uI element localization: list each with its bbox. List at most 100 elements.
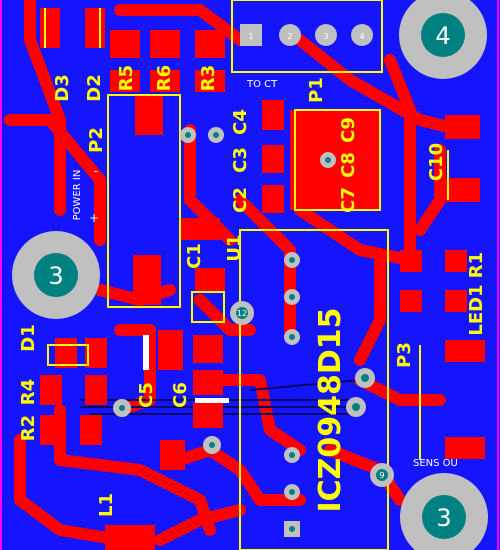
pad-l1-b xyxy=(105,525,155,550)
pad-r4-a xyxy=(40,375,62,405)
pad-c5 xyxy=(158,330,183,370)
ref-c7: C7 xyxy=(338,187,359,213)
pad-r5-b xyxy=(110,70,140,92)
pad-led1-b xyxy=(445,290,467,312)
p1-pin-4-label: 4 xyxy=(359,32,364,41)
trace xyxy=(114,4,246,46)
trace xyxy=(354,254,386,366)
u1-pin-12-drill xyxy=(236,307,248,319)
pad-r2-b xyxy=(80,415,102,445)
ref-p3: P3 xyxy=(394,342,415,368)
pad-p2-2 xyxy=(133,255,161,305)
trace xyxy=(14,434,126,546)
pad-r5-a xyxy=(110,30,140,58)
d1-outline xyxy=(47,344,89,366)
pad-r1-a xyxy=(400,250,422,272)
pad-d1-a xyxy=(55,338,77,368)
p1-pin-1 xyxy=(240,24,262,46)
reference-designators: D3 D2 R5 R6 R3 P1 P2 C4 C3 C2 C9 C8 C7 C… xyxy=(18,65,487,517)
pad-c1-a xyxy=(180,218,220,240)
u1-pin-9-drill xyxy=(376,469,388,481)
pad-r6-a xyxy=(150,30,180,58)
u1-pin-12-label: 12 xyxy=(237,309,247,318)
copper-traces xyxy=(4,0,466,546)
pad-c2 xyxy=(262,185,284,213)
ref-r1: R1 xyxy=(466,252,487,278)
ref-d2: D2 xyxy=(84,74,105,101)
ref-r2: R2 xyxy=(18,415,39,441)
trace xyxy=(384,54,416,256)
p1-pin-3-label: 3 xyxy=(323,32,328,41)
pad-c3 xyxy=(262,145,284,173)
pad-r6-b xyxy=(150,70,180,92)
pad-p2-1 xyxy=(135,95,163,135)
ref-p2: P2 xyxy=(86,127,107,153)
trace xyxy=(114,324,156,416)
u1-part-number: ICZ0948D15 xyxy=(313,307,348,512)
ref-r3: R3 xyxy=(198,65,219,91)
p1-pin-1-label: 1 xyxy=(248,32,253,41)
mounting-hole-3-bottom-drill xyxy=(422,495,466,539)
power-plus-label: + xyxy=(89,211,99,225)
pad-p3-b xyxy=(445,437,485,459)
ref-r4: R4 xyxy=(18,379,39,405)
trace xyxy=(294,34,466,136)
via xyxy=(284,289,300,305)
ref-p1: P1 xyxy=(306,77,327,103)
ref-c4: C4 xyxy=(230,109,251,135)
c5-polarity-bar xyxy=(143,335,149,370)
ref-r5: R5 xyxy=(116,65,137,91)
pad-r3-a xyxy=(195,30,225,58)
d2d3-outline xyxy=(44,8,101,48)
ref-led1: LED1 xyxy=(466,284,487,335)
p2-outline xyxy=(107,94,181,308)
via xyxy=(320,152,336,168)
u1-pins: 12 9 xyxy=(230,301,394,487)
ref-c5: C5 xyxy=(136,382,157,408)
mounting-hole-3-left: 3 xyxy=(12,231,100,319)
p1-pin-2 xyxy=(279,24,301,46)
trace xyxy=(414,144,446,236)
pad-c10-a xyxy=(445,115,480,139)
p1-pin-3 xyxy=(315,24,337,46)
trace xyxy=(194,294,256,336)
pad-r4-b xyxy=(85,375,107,405)
pad-p3-a xyxy=(445,340,485,362)
via xyxy=(113,399,131,417)
via xyxy=(208,127,224,143)
trace xyxy=(154,504,246,546)
mounting-hole-4-drill xyxy=(421,13,465,57)
ref-c10: C10 xyxy=(426,143,447,181)
pad-r1-b xyxy=(445,250,467,272)
p1-pin-2-label: 2 xyxy=(287,32,292,41)
mounting-hole-3-left-label: 3 xyxy=(48,262,63,290)
c6-polarity-bar xyxy=(195,398,229,403)
via xyxy=(203,436,221,454)
pad-d3 xyxy=(40,8,60,48)
ref-c8: C8 xyxy=(338,152,359,178)
pad-c1-b xyxy=(195,268,225,292)
vias xyxy=(113,127,375,537)
pad-l1-a xyxy=(160,440,185,470)
ref-r6: R6 xyxy=(154,65,175,91)
via xyxy=(284,521,300,537)
trace xyxy=(194,374,306,456)
pad-d2 xyxy=(85,8,105,48)
mounting-hole-4-label: 4 xyxy=(435,22,450,50)
trace-thin xyxy=(249,379,361,391)
pad-c10-b xyxy=(445,178,480,202)
mounting-hole-3-bottom-label: 3 xyxy=(436,504,451,532)
ref-c9: C9 xyxy=(338,117,359,143)
power-in-label: POWER IN xyxy=(72,170,83,221)
pad-c6-b xyxy=(193,370,223,395)
via xyxy=(346,397,366,417)
ref-c1: C1 xyxy=(184,243,205,269)
ref-l1: L1 xyxy=(96,493,117,517)
ic-outline xyxy=(294,109,381,211)
pad-c4 xyxy=(262,100,284,130)
pad-d1-b xyxy=(85,338,107,368)
via xyxy=(180,127,196,143)
to-ct-label: TO CT xyxy=(246,79,278,90)
